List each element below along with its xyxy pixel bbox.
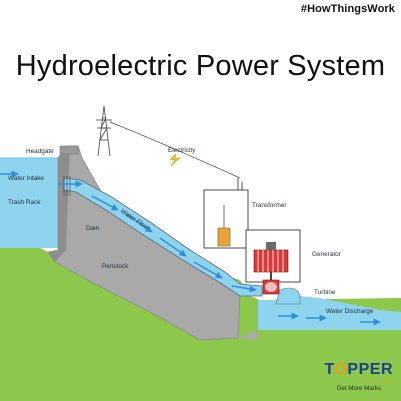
trash-rack	[63, 176, 71, 196]
page-title: Hydroelectric Power System	[15, 50, 386, 82]
transmission-tower	[96, 105, 112, 157]
power-line	[109, 121, 241, 179]
label-dam: Dam	[86, 225, 100, 232]
label-penstock: Penstock	[102, 263, 129, 270]
label-turbine: Turbine	[314, 289, 336, 296]
generator	[253, 242, 289, 273]
brand-sub: LEARNING	[360, 378, 393, 383]
brand-logo: TOPPER LEARNING Get More Marks	[324, 362, 393, 393]
turbine	[262, 279, 280, 295]
label-water-discharge: Water Discharge	[326, 308, 374, 315]
label-electricity: Electricity	[168, 147, 196, 154]
hashtag: #HowThingsWork	[300, 3, 395, 15]
brand-tagline: Get More Marks	[336, 385, 381, 392]
label-generator: Generator	[312, 251, 342, 258]
headgate-tower	[59, 145, 79, 155]
label-water-intake: Water Intake	[8, 175, 44, 182]
reservoir-water	[0, 158, 66, 248]
transformer-unit	[217, 227, 231, 247]
brand-name: TOPPER	[324, 361, 393, 378]
label-trash-rack: Trash Rack	[8, 199, 41, 206]
electricity-bolt-icon	[169, 153, 181, 167]
flow-arrows	[0, 170, 381, 326]
label-transformer: Transformer	[252, 202, 287, 209]
label-headgate: Headgate	[26, 148, 54, 155]
